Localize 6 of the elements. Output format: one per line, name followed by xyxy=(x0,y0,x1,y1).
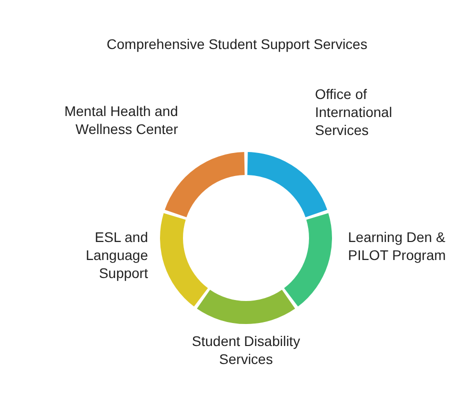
segment-label: ESL and Language Support xyxy=(8,228,148,282)
segment-label: Student Disability Services xyxy=(166,332,326,368)
segment-label: Office of International Services xyxy=(315,85,415,139)
diagram-title: Comprehensive Student Support Services xyxy=(106,36,368,52)
segment-label: Mental Health and Wellness Center xyxy=(30,102,178,138)
segment-label: Learning Den & PILOT Program xyxy=(348,228,468,264)
